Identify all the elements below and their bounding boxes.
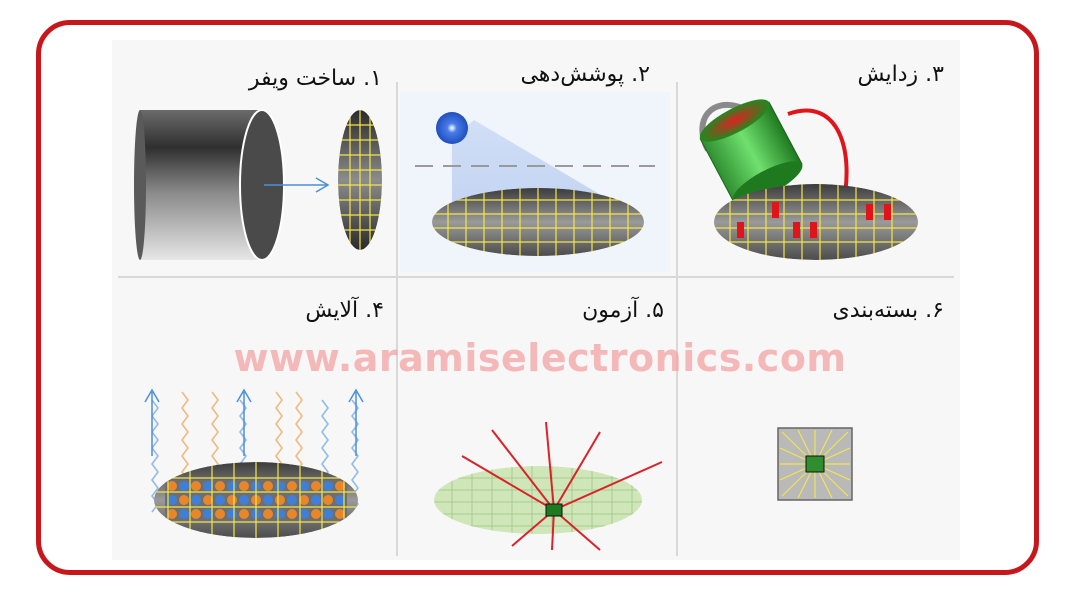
row-divider <box>118 276 954 278</box>
step-2-title: ۲. پوشش‌دهی <box>520 62 650 87</box>
column-divider-1 <box>396 82 398 556</box>
test-chip <box>545 503 563 517</box>
test-probes <box>461 421 663 551</box>
slice-arrow <box>264 177 330 193</box>
packaged-chip <box>805 455 825 473</box>
ingot-cylinder <box>134 109 285 261</box>
step-4-title: ۴. آلایش <box>305 298 384 323</box>
step-3-title: ۳. زدایش <box>857 62 944 87</box>
sliced-wafer <box>338 110 382 250</box>
ion-arrows <box>144 388 364 456</box>
step-5-title: ۵. آزمون <box>582 298 664 323</box>
etchant-cup <box>699 99 803 204</box>
watermark-text: www.aramiselectronics.com <box>233 336 847 380</box>
step-6-title: ۶. بسته‌بندی <box>832 298 944 323</box>
step-1-title: ۱. ساخت ویفر <box>248 66 382 91</box>
column-divider-2 <box>676 82 678 556</box>
